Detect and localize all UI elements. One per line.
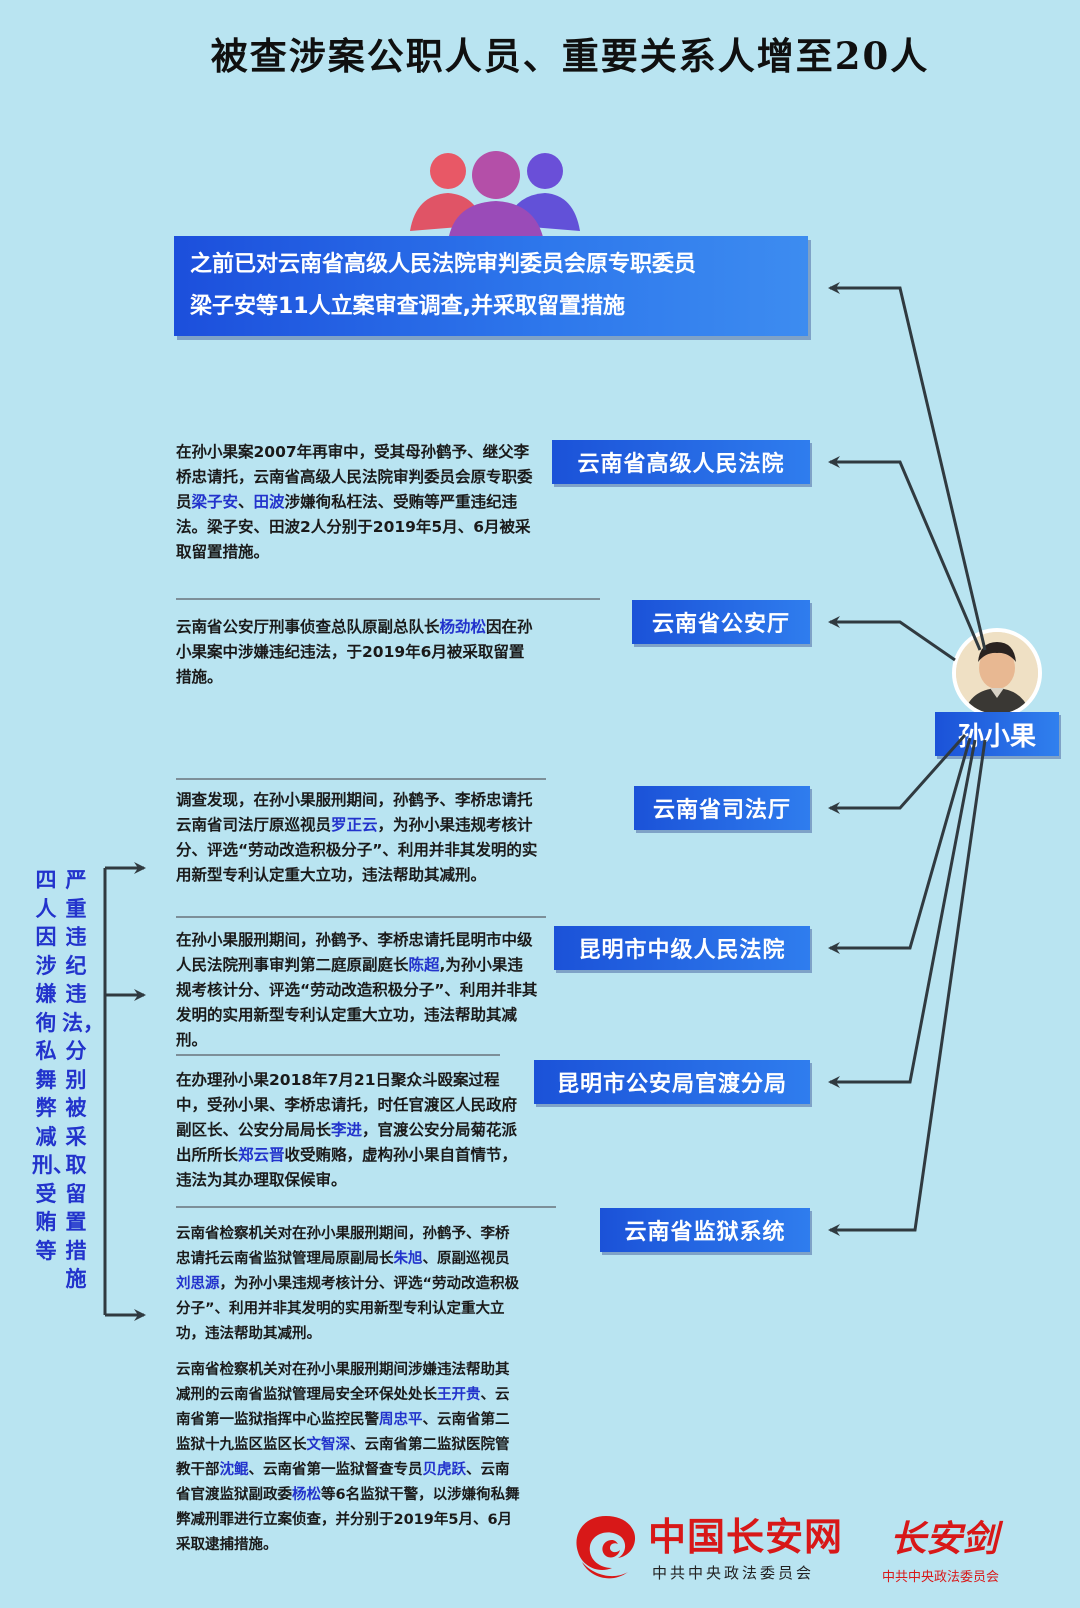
paragraph-prison-police: 云南省检察机关对在孙小果服刑期间涉嫌违法帮助其减刑的云南省监狱管理局安全环保处处… (176, 1358, 521, 1558)
connector-arrow (828, 616, 956, 662)
center-name: 孙小果 (935, 712, 1059, 756)
page-title: 被查涉案公职人员、重要关系人增至20人 (210, 34, 930, 78)
paragraph-text: 等6名监狱干警，以涉嫌徇私舞弊减刑罪进行立案侦查，并分别于2019年5月、6月采… (176, 1487, 520, 1553)
paragraph-text: 云南省检察机关对在孙小果服刑期间涉嫌违法帮助其减刑的云南省监狱管理局安全环保处处… (176, 1362, 510, 1403)
paragraph-text: 云南省检察机关对在孙小果服刑期间，孙鹤予、李桥忠请托云南省监狱管理局原副局长 (176, 1226, 510, 1267)
connector-arrow (828, 282, 987, 651)
paragraph-text: 、原副巡视员 (422, 1251, 510, 1267)
changanjian-logo-text: 长安剑 (890, 1518, 999, 1560)
changanjian-logo: 长安剑 中共中央政法委员会 (880, 1510, 1060, 1600)
paragraph-text: 、云南省第二监狱十九监区监区长 (176, 1412, 510, 1453)
paragraph-text: 、 (238, 493, 254, 511)
paragraph-text: 、云南省官渡监狱副政委 (176, 1462, 510, 1503)
paragraph-public-security: 云南省公安厅刑事侦查总队原副总队长杨劲松因在孙小果案中涉嫌违纪违法，于2019年… (176, 615, 538, 690)
paragraph-text: 收受贿赂，虚构孙小果自首情节，违法为其办理取保候审。 (176, 1146, 518, 1189)
paragraph-text: ,为孙小果违规考核计分、评选“劳动改造积极分子”、利用并非其发明的实用新型专利认… (176, 956, 538, 1049)
paragraph-text: 、云南省第二监狱医院管教干部 (176, 1437, 510, 1478)
org-box-guandu-police: 昆明市公安局官渡分局 (534, 1060, 810, 1104)
org-box-kunming-court: 昆明市中级人民法院 (554, 926, 810, 970)
paragraph-text: 在孙小果案2007年再审中，受其母孙鹤予、继父李桥忠请托，云南省高级人民法院审判… (176, 443, 533, 511)
official-name: 杨劲松 (439, 618, 487, 636)
summary-line-2: 梁子安等11人立案审查调查,并采取留置措施 (190, 294, 625, 319)
divider (176, 598, 600, 600)
divider (176, 1054, 500, 1056)
connector-arrow (828, 739, 987, 1236)
chinachangan-logo-sub: 中共中央政法委员会 (652, 1564, 815, 1582)
official-name: 杨松 (292, 1487, 321, 1503)
official-name: 贝虎跃 (422, 1462, 467, 1478)
paragraph-text: 调查发现，在孙小果服刑期间，孙鹤予、李桥忠请托云南省司法厅原巡视员 (176, 791, 533, 834)
paragraph-kunming-court: 在孙小果服刑期间，孙鹤予、李桥忠请托昆明市中级人民法院刑事审判第二庭原副庭长陈超… (176, 928, 538, 1053)
paragraph-text: ，官渡公安分局菊花派出所所长 (176, 1121, 518, 1164)
paragraph-text: 、云南省第一监狱督查专员 (248, 1462, 423, 1478)
connector-arrow (828, 456, 982, 651)
paragraph-guandu-police: 在办理孙小果2018年7月21日聚众斗殴案过程中，受孙小果、李桥忠请托，时任官渡… (176, 1068, 521, 1193)
official-name: 李进 (331, 1121, 363, 1139)
paragraph-text: ，为孙小果违规考核计分、评选“劳动改造积极分子”、利用并非其发明的实用新型专利认… (176, 1276, 520, 1342)
org-box-yunnan-justice: 云南省司法厅 (634, 786, 810, 830)
paragraph-justice: 调查发现，在孙小果服刑期间，孙鹤予、李桥忠请托云南省司法厅原巡视员罗正云，为孙小… (176, 788, 538, 888)
official-name: 梁子安 (191, 493, 239, 511)
connector-arrow (828, 734, 967, 814)
paragraph-text: 、云南省第一监狱指挥中心监控民警 (176, 1387, 510, 1428)
summary-line-1: 之前已对云南省高级人民法院审判委员会原专职委员 (190, 252, 697, 277)
paragraph-prison-officials: 云南省检察机关对在孙小果服刑期间，孙鹤予、李桥忠请托云南省监狱管理局原副局长朱旭… (176, 1222, 521, 1347)
swirl-logo-icon (576, 1516, 636, 1579)
divider (176, 916, 546, 918)
summary-banner: 之前已对云南省高级人民法院审判委员会原专职委员 梁子安等11人立案审查调查,并采… (174, 236, 808, 336)
paragraph-text: 在孙小果服刑期间，孙鹤予、李桥忠请托昆明市中级人民法院刑事审判第二庭原副庭长 (176, 931, 533, 974)
official-name: 周忠平 (379, 1412, 423, 1428)
org-box-prison-system: 云南省监狱系统 (600, 1208, 810, 1252)
changanjian-logo-sub: 中共中央政法委员会 (882, 1570, 1000, 1585)
official-name: 王开贵 (437, 1387, 481, 1403)
paragraph-text: 因在孙小果案中涉嫌违纪违法，于2019年6月被采取留置措施。 (176, 618, 533, 686)
org-box-yunnan-high-court: 云南省高级人民法院 (552, 440, 810, 484)
connector-arrow (828, 737, 972, 954)
avatar (952, 628, 1042, 718)
paragraph-text: 云南省公安厅刑事侦查总队原副总队长 (176, 618, 440, 636)
divider (176, 1206, 556, 1208)
official-name: 朱旭 (393, 1251, 423, 1267)
paragraph-text: ，为孙小果违规考核计分、评选“劳动改造积极分子”、利用并非其发明的实用新型专利认… (176, 816, 538, 884)
paragraph-text: 涉嫌徇私枉法、受贿等严重违纪违法。梁子安、田波2人分别于2019年5月、6月被采… (176, 493, 531, 561)
org-box-yunnan-public-security: 云南省公安厅 (632, 600, 810, 644)
paragraph-high-court: 在孙小果案2007年再审中，受其母孙鹤予、继父李桥忠请托，云南省高级人民法院审判… (176, 440, 538, 565)
official-name: 陈超 (408, 956, 440, 974)
chinachangan-logo-text: 中国长安网 (648, 1515, 844, 1559)
official-name: 郑云晋 (238, 1146, 285, 1164)
people-icon (410, 151, 580, 241)
official-name: 文智深 (306, 1437, 351, 1453)
official-name: 刘思源 (176, 1276, 220, 1292)
official-name: 罗正云 (331, 816, 378, 834)
paragraph-text: 在办理孙小果2018年7月21日聚众斗殴案过程中，受孙小果、李桥忠请托，时任官渡… (176, 1071, 518, 1139)
official-name: 沈鲲 (219, 1462, 249, 1478)
chinachangan-logo: 中国长安网 中共中央政法委员会 (568, 1502, 858, 1602)
official-name: 田波 (253, 493, 285, 511)
divider (176, 778, 546, 780)
vertical-text-left: 四人因涉嫌徇私舞弊减刑、受贿等 (32, 868, 74, 1263)
connector-arrow (828, 739, 977, 1088)
